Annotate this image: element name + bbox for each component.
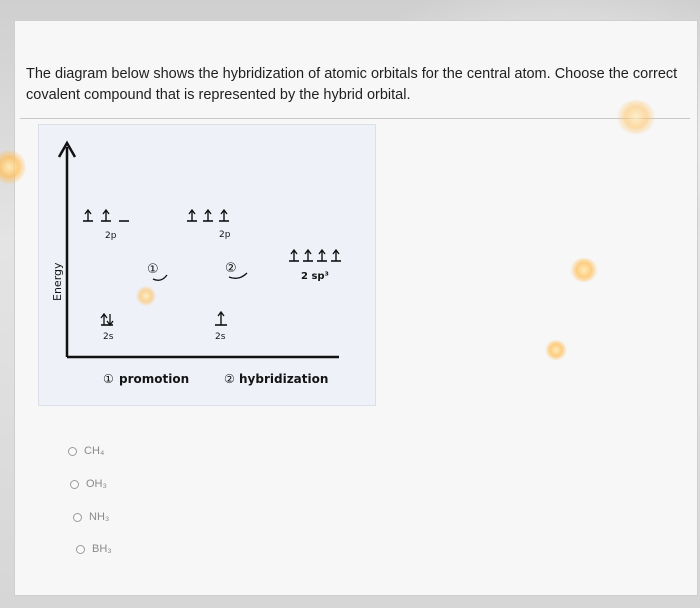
ground-2s-label: 2s [103,332,114,342]
light-reflection [0,150,26,184]
y-axis-arrowhead [57,140,77,158]
light-reflection [570,258,598,282]
option-oh3-label: OH₃ [86,478,107,490]
step1-arrow [152,274,168,281]
option-bh3[interactable]: BH₃ [76,543,112,555]
option-oh3[interactable]: OH₃ [70,478,107,490]
radio-ch4[interactable] [68,446,77,456]
diagram-svg: Energy 2p 2s ① 2p [51,140,341,386]
ground-2p-label: 2p [105,231,117,241]
option-bh3-label: BH₃ [92,543,112,555]
radio-bh3[interactable] [76,544,85,554]
light-reflection [616,100,656,134]
y-axis-label: Energy [51,262,64,301]
hybridization-diagram: Energy 2p 2s ① 2p [38,124,376,406]
promoted-2p-label: 2p [219,230,231,240]
hybrid-label: 2 sp³ [301,271,329,282]
promoted-2s-label: 2s [215,332,226,342]
promoted-2p-orbitals [187,208,229,222]
light-reflection [545,340,567,360]
light-reflection [136,286,156,306]
radio-nh3[interactable] [73,512,82,522]
option-ch4-label: CH₄ [84,445,105,457]
option-nh3-label: NH₃ [89,511,110,523]
ground-2s-orbital [100,312,114,327]
hybrid-sp3-orbitals [289,248,341,262]
radio-oh3[interactable] [70,479,79,489]
legend-marker-1: ① [103,372,114,386]
legend-marker-2: ② [224,372,235,386]
step2-arrow [228,272,248,279]
ground-2p-orbitals [83,208,129,222]
question-text: The diagram below shows the hybridizatio… [26,66,678,103]
step2-marker: ② [225,261,237,276]
option-nh3[interactable]: NH₃ [73,511,109,523]
option-ch4[interactable]: CH₄ [68,445,104,457]
legend-hybridization: hybridization [239,372,328,386]
legend-promotion: promotion [119,372,189,386]
question-divider [20,118,690,119]
step1-marker: ① [147,262,159,277]
promoted-2s-orbital [215,310,227,326]
